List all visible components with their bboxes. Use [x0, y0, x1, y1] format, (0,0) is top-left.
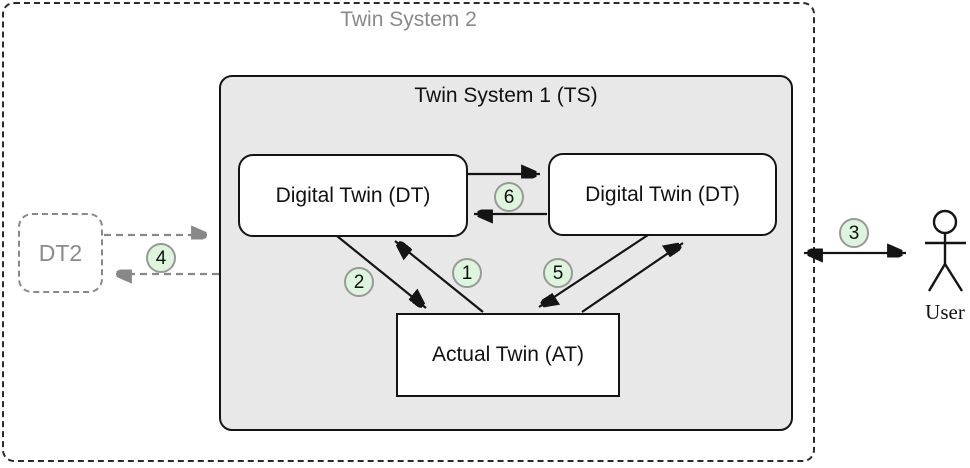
badge-1-number: 1 [461, 262, 473, 284]
badge-5-number: 5 [552, 262, 564, 284]
badge-6-number: 6 [503, 186, 515, 208]
user-label: User [925, 300, 965, 324]
twin-system-2-boundary [2, 2, 815, 462]
badge-6: 6 [494, 182, 524, 212]
digital-twin-right-label: Digital Twin (DT) [585, 182, 740, 206]
dt2-label: DT2 [38, 239, 83, 266]
badge-3: 3 [839, 218, 869, 248]
digital-twin-right-node: Digital Twin (DT) [548, 153, 777, 236]
actual-twin-label: Actual Twin (AT) [431, 343, 585, 366]
badge-4: 4 [146, 243, 176, 273]
user-actor-icon [925, 209, 966, 292]
actual-twin-node: Actual Twin (AT) [396, 313, 620, 397]
badge-3-number: 3 [848, 222, 860, 244]
badge-4-number: 4 [155, 247, 167, 269]
twin-system-1-title: Twin System 1 (TS) [414, 84, 598, 107]
dt2-node: DT2 [18, 213, 103, 293]
badge-2-number: 2 [353, 271, 365, 293]
digital-twin-left-node: Digital Twin (DT) [238, 154, 468, 237]
twin-system-2-title: Twin System 2 [340, 8, 477, 31]
digital-twin-left-label: Digital Twin (DT) [275, 183, 431, 207]
badge-5: 5 [543, 258, 573, 288]
badge-2: 2 [344, 267, 374, 297]
badge-1: 1 [452, 258, 482, 288]
